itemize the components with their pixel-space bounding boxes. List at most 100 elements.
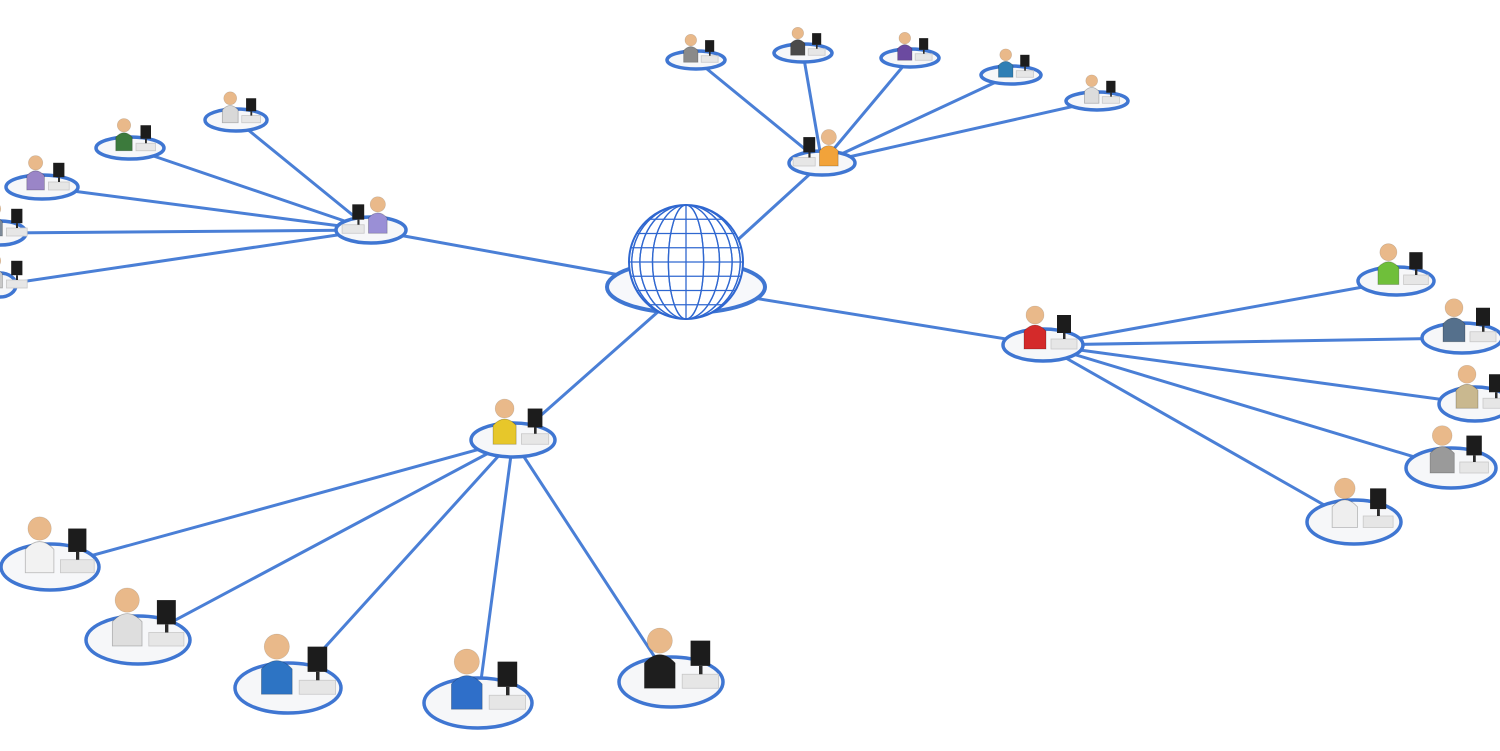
person-head [820,129,837,146]
monitor-stand [16,223,18,228]
monitor-icon [68,528,87,552]
globe-icon [605,204,767,320]
link-group-right-member-5 [1041,343,1356,524]
monitor-icon [527,408,543,428]
monitor-icon [1409,252,1423,270]
person-head [1444,298,1464,318]
desk [60,559,95,574]
desk [1482,397,1500,409]
desk [148,632,185,647]
person-head [116,118,132,133]
person-body [1023,324,1047,350]
monitor-stand [1377,509,1380,516]
person-body [261,660,293,695]
link-group-upper-left-member-5 [0,228,373,287]
monitor-stand [709,51,711,56]
desk [1050,338,1078,350]
monitor-icon [156,600,176,625]
group-bottom-member-3 [233,633,343,715]
monitor-stand [1024,66,1026,71]
monitor-icon [352,204,365,220]
monitor-stand [808,152,811,158]
group-top-member-4 [979,48,1043,86]
group-upper-left-member-1 [203,91,269,133]
person-head [263,633,290,660]
monitor-stand [506,686,510,696]
person-head [791,27,804,40]
desk [1362,515,1394,528]
desk [807,48,826,56]
person-body [1084,87,1100,104]
monitor-icon [53,162,65,178]
person-head [114,587,140,613]
link-group-upper-left-member-1 [234,118,373,232]
person-head [494,398,515,419]
link-group-bottom-member-5 [511,438,673,684]
monitor-icon [1020,54,1030,67]
link-group-bottom-member-4 [476,438,515,705]
person-head [1025,305,1045,325]
monitor-stand [357,219,360,225]
person-body [368,212,388,234]
desk [1469,331,1497,343]
person-body [683,46,699,63]
person-head [1085,74,1098,88]
monitor-icon [246,98,257,112]
person-body [492,418,517,445]
link-group-top-member-4 [820,73,1013,165]
person-body [998,61,1014,78]
link-group-top-member-5 [820,99,1099,165]
monitor-stand [58,177,60,182]
person-body [26,170,45,191]
monitor-stand [316,671,320,681]
person-head [28,155,44,171]
group-top-member-2 [772,27,834,64]
monitor-icon [705,40,715,52]
monitor-icon [1466,435,1482,456]
monitor-stand [1110,92,1112,97]
group-upper-left-member-3 [4,155,80,201]
monitor-stand [76,551,80,560]
monitor-icon [1106,80,1116,93]
person-body [819,145,839,167]
link-group-right-member-3 [1041,343,1477,406]
link-group-upper-left-member-2 [128,146,373,232]
person-body [1429,446,1455,474]
desk [1101,96,1120,104]
group-upper-left-member-2 [94,118,166,161]
group-top-member-3 [879,32,941,69]
person-body [0,270,3,289]
desk [521,433,550,445]
desk [792,157,816,167]
monitor-stand [534,427,537,434]
person-body [1377,261,1400,285]
person-head [1457,364,1477,384]
group-right-member-4 [1404,425,1498,490]
person-body [115,132,133,152]
link-group-bottom-member-1 [48,438,515,569]
person-head [1334,477,1356,500]
person-body [111,613,143,647]
monitor-icon [919,38,929,50]
link-group-upper-left-member-3 [40,185,373,232]
monitor-icon [11,208,23,224]
group-top-hub [787,129,857,177]
monitor-icon [1370,488,1387,510]
person-head [684,34,697,47]
network-links [0,51,1477,705]
group-bottom-member-1 [0,516,101,592]
desk [135,142,156,152]
monitor-icon [690,640,711,666]
group-right-member-5 [1305,477,1403,546]
person-head [369,196,386,213]
person-body [0,218,3,237]
group-right-member-3 [1437,364,1500,423]
monitor-icon [812,33,822,45]
monitor-stand [816,44,818,49]
desk [700,55,719,63]
monitor-stand [165,624,169,633]
group-right-member-1 [1356,243,1436,297]
monitor-stand [145,138,147,144]
desk [681,673,720,689]
group-upper-left-member-4 [0,204,28,247]
